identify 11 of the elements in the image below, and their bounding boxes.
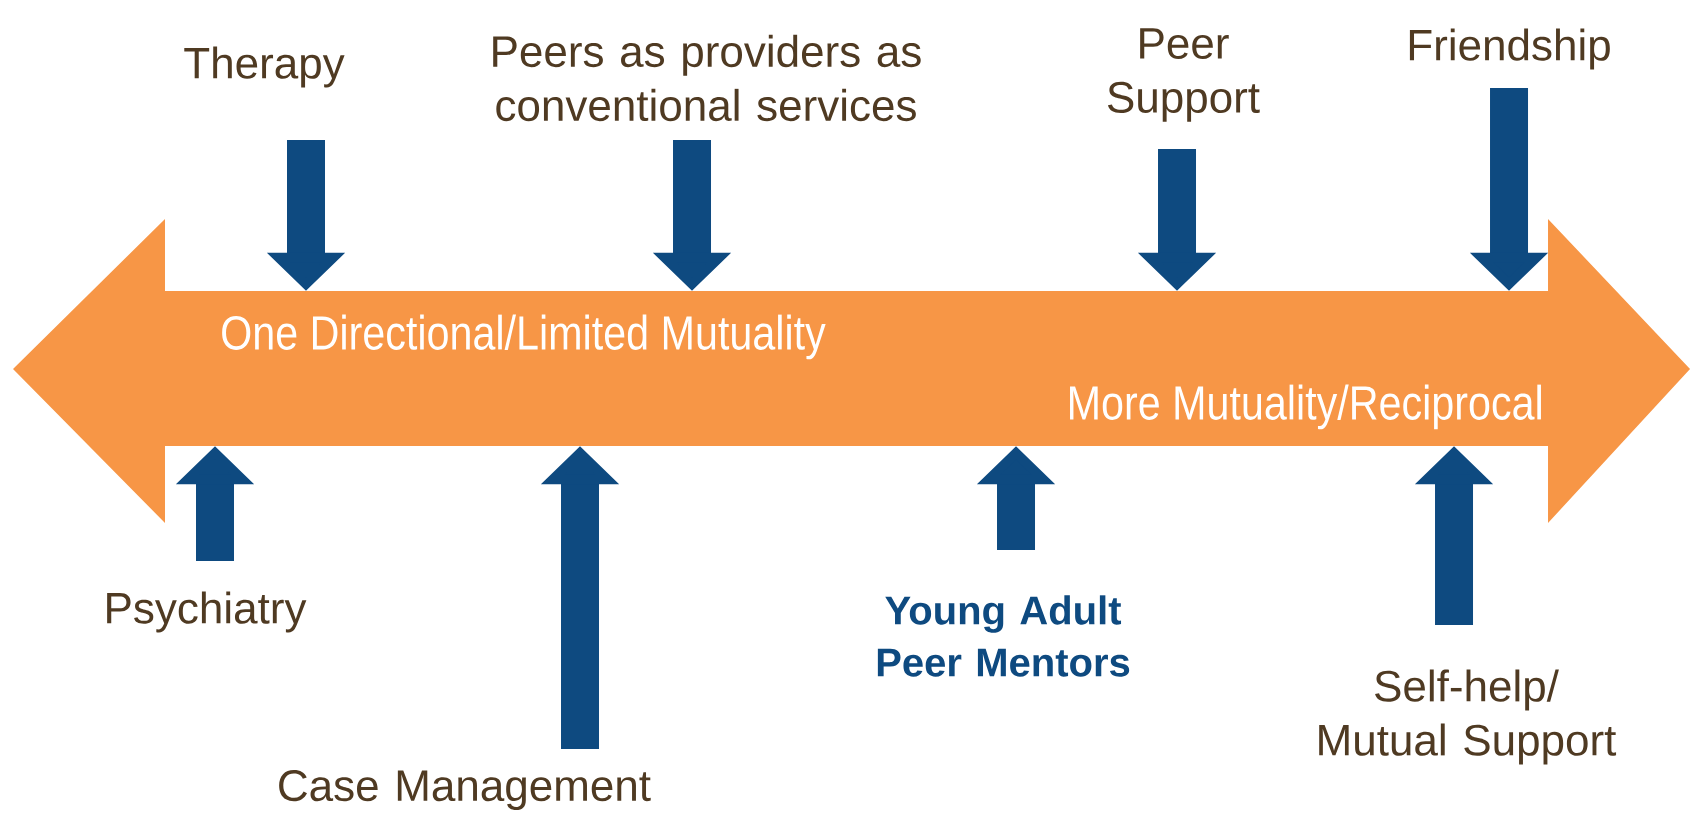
double-arrow-band xyxy=(13,219,1690,523)
service-label: Case Management xyxy=(279,770,651,810)
service-label: Therapy xyxy=(184,46,345,88)
service-label: Friendship xyxy=(1409,28,1610,70)
service-label: Self-help/ Mutual Support xyxy=(1319,669,1617,765)
mentor-label: Young Adult Peer Mentors xyxy=(877,595,1130,677)
service-label: Psychiatry xyxy=(107,591,307,633)
band-label: More Mutuality/Reciprocal xyxy=(1070,384,1541,430)
service-label: Peers as providers as conventional services xyxy=(493,34,921,122)
service-label: Peer Support xyxy=(1107,28,1260,122)
band-label: One Directional/Limited Mutuality xyxy=(222,314,826,360)
